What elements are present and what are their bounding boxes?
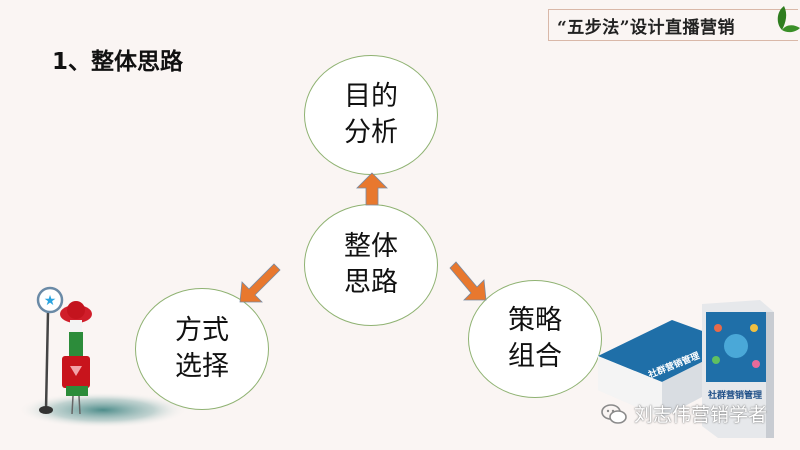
node-top-line1: 目的 [343,81,398,112]
node-method-selection: 方式选择 [135,288,269,410]
cartoon-girl-illustration: ★ [18,286,188,427]
watermark: 刘志伟营销学者 [600,400,767,427]
arrow-down-right-icon [449,261,487,301]
leaf-logo-icon [777,6,800,33]
node-strategy-combination: 策略组合 [468,280,602,398]
node-overall-approach: 整体思路 [304,204,438,326]
wechat-icon [601,403,627,424]
book-covers-illustration: 社群营销管理 社群营销管理 [598,300,774,438]
node-right-line2: 组合 [507,341,562,372]
header-title-box: “五步法”设计直播营销 [548,9,798,41]
svg-text:★: ★ [44,293,57,309]
node-goal-analysis: 目的分析 [304,55,438,175]
watermark-text: 刘志伟营销学者 [634,404,768,426]
arrow-up-icon [356,172,388,206]
node-top-line2: 分析 [343,117,398,148]
book2-title: 社群营销管理 [707,389,762,401]
section-heading: 1、整体思路 [52,49,184,75]
header-title: “五步法”设计直播营销 [557,17,736,38]
arrow-down-left-icon [239,263,281,303]
node-left-line1: 方式 [174,315,229,346]
node-right-line1: 策略 [507,305,562,336]
node-center-line2: 思路 [343,267,398,298]
node-left-line2: 选择 [174,351,229,382]
node-center-line1: 整体 [343,231,398,262]
